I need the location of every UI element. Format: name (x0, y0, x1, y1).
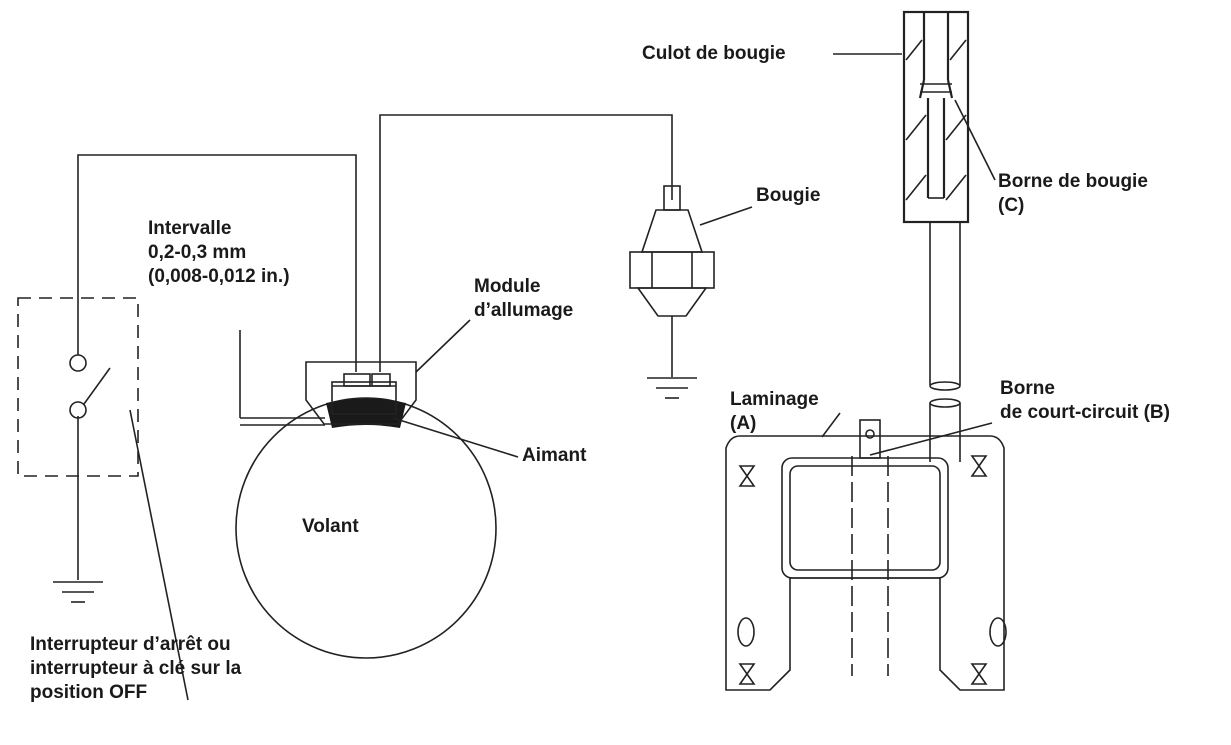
label-bougie: Bougie (756, 185, 821, 206)
label-intervalle-line3: (0,008-0,012 in.) (148, 266, 290, 287)
ignition-coil (725, 419, 1007, 691)
label-volant: Volant (302, 516, 359, 537)
label-culot-de-bougie: Culot de bougie (642, 43, 786, 64)
label-module-line1: Module (474, 276, 541, 297)
label-borne-de-bougie: Borne de bougie (C) (998, 170, 1148, 218)
flywheel (235, 397, 497, 659)
label-borne-court-circuit: Borne de court-circuit (B) (1000, 377, 1170, 425)
wire-module-to-plug (379, 114, 673, 372)
label-borne-de-bougie-line1: Borne de bougie (998, 171, 1148, 192)
label-intervalle: Intervalle 0,2-0,3 mm (0,008-0,012 in.) (148, 217, 290, 289)
label-intervalle-line2: 0,2-0,3 mm (148, 242, 247, 263)
label-laminage-line2: (A) (730, 413, 757, 434)
label-intervalle-line1: Intervalle (148, 218, 232, 239)
ht-lead (929, 222, 961, 462)
ground-symbol-plug (647, 316, 697, 399)
label-borne-cc-line2: de court-circuit (B) (1000, 402, 1170, 423)
leader-lines (129, 53, 996, 701)
label-module-allumage: Module d’allumage (474, 275, 573, 323)
ignition-module (305, 361, 417, 425)
label-borne-cc-line1: Borne (1000, 378, 1055, 399)
label-module-line2: d’allumage (474, 300, 574, 321)
wire-switch-to-module (77, 154, 357, 372)
label-interrupteur-line1: Interrupteur d’arrêt ou (30, 634, 231, 655)
ground-symbol-switch (53, 581, 103, 603)
stop-switch (17, 297, 139, 477)
label-interrupteur: Interrupteur d’arrêt ou interrupteur à c… (30, 633, 241, 705)
label-interrupteur-line2: interrupteur à clé sur la (30, 658, 242, 679)
label-borne-de-bougie-line2: (C) (998, 195, 1025, 216)
label-aimant: Aimant (522, 445, 587, 466)
label-laminage: Laminage (A) (730, 388, 819, 436)
spark-plug-cap (902, 10, 970, 224)
label-laminage-line1: Laminage (730, 389, 819, 410)
label-interrupteur-line3: position OFF (30, 682, 148, 703)
air-gap-lines (239, 330, 325, 426)
spark-plug (629, 185, 715, 317)
